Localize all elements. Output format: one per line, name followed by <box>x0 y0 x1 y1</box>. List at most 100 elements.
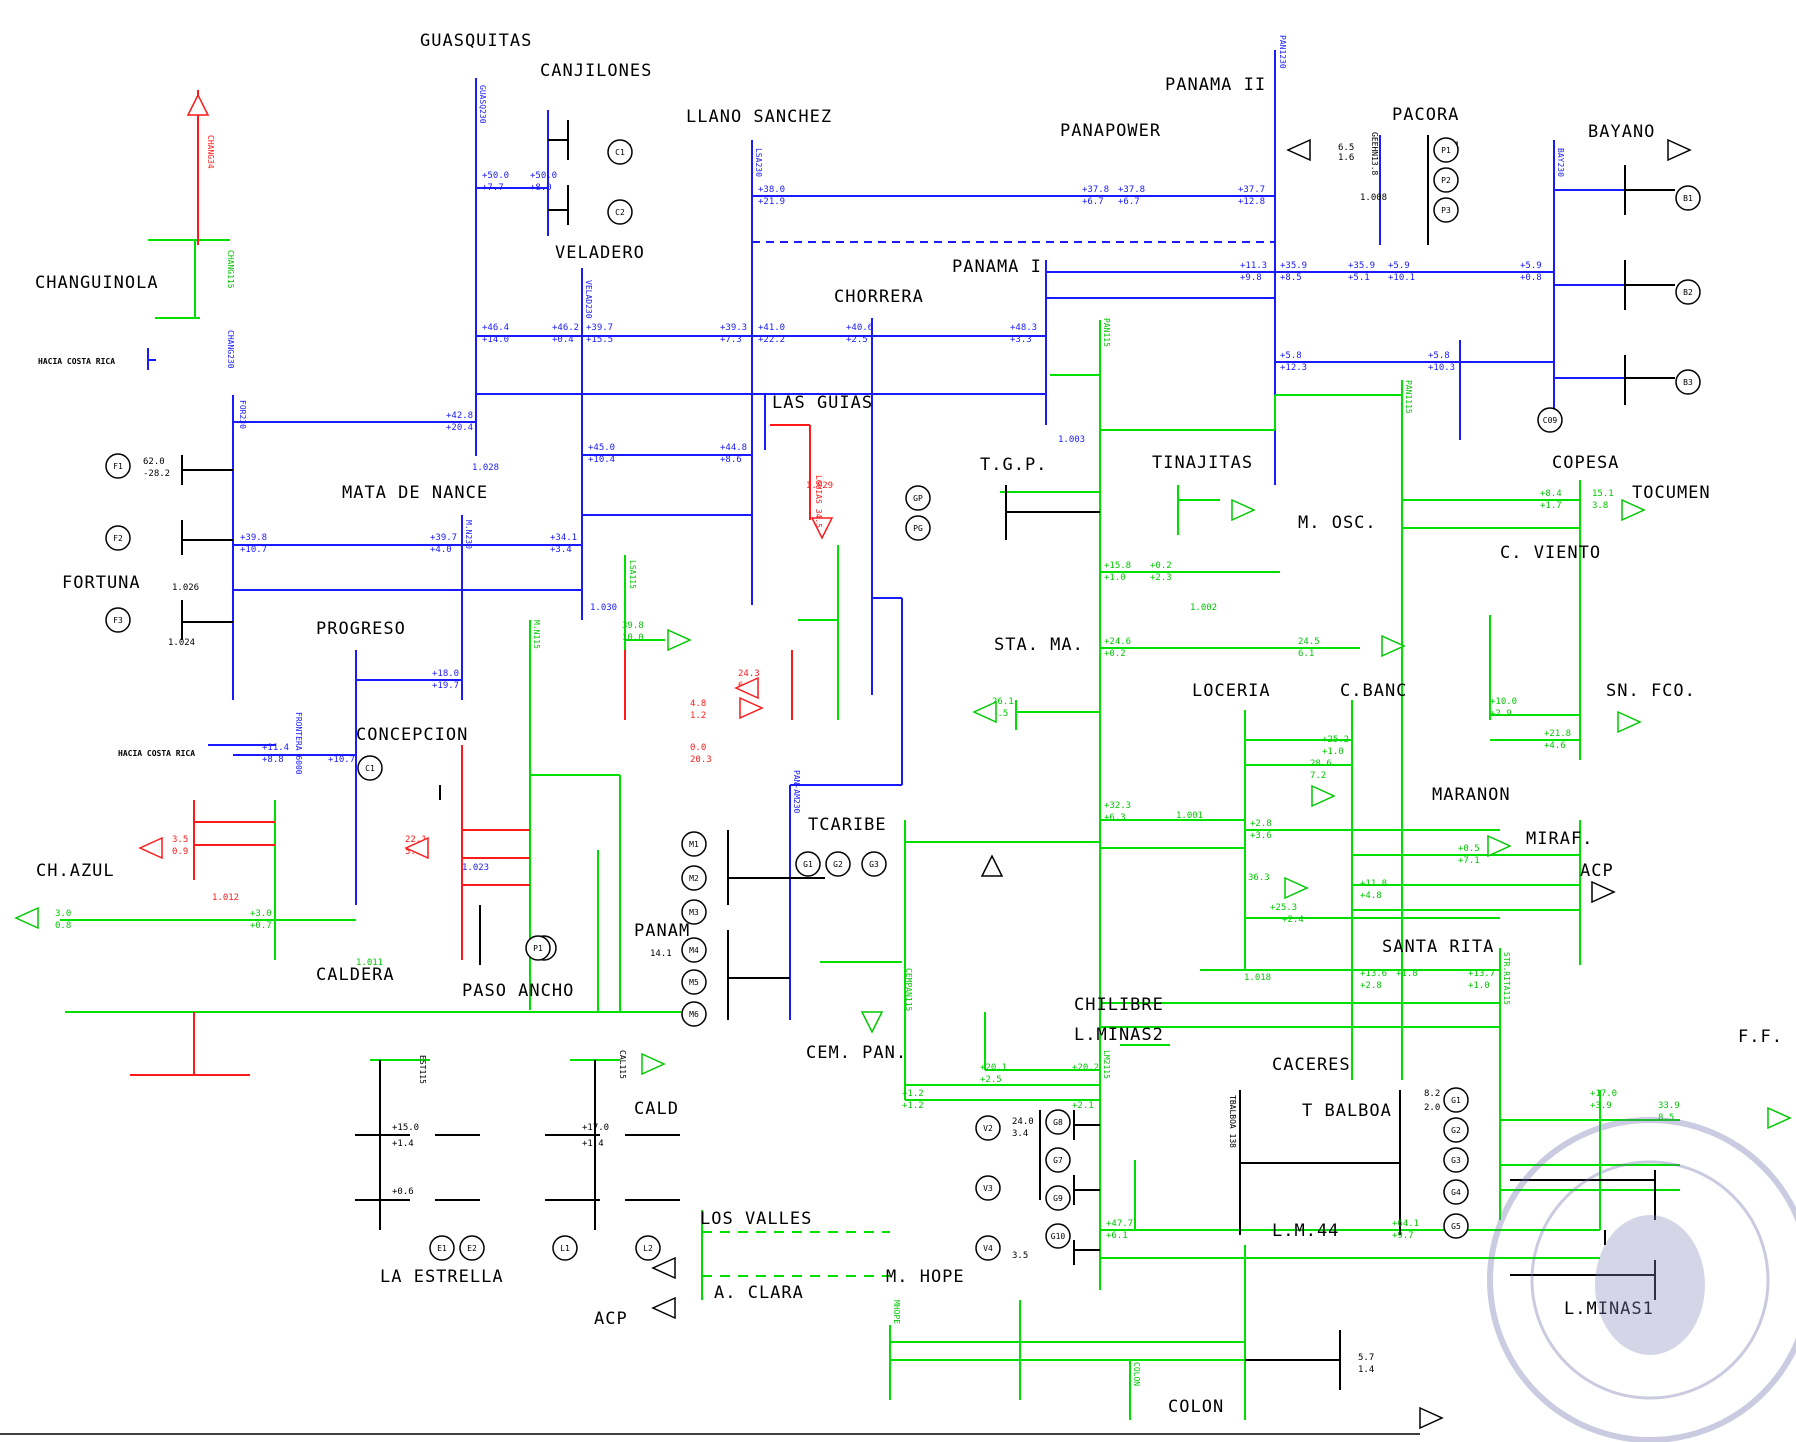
substation-name-t_balboa: T BALBOA <box>1302 1101 1392 1121</box>
flow-value: 1.001 <box>1176 811 1203 821</box>
flow-value: +7.1 <box>1458 856 1480 866</box>
machine-label: F1 <box>113 462 123 471</box>
flow-value: +1.0 <box>1104 573 1126 583</box>
machine-label: P1 <box>533 944 543 953</box>
flow-value: +5.9 <box>1520 261 1542 271</box>
flow-value: +1.0 <box>1322 747 1344 757</box>
substation-name-acp_east: ACP <box>1580 861 1614 881</box>
flow-value: 28.6 <box>1310 759 1332 769</box>
bus-label-colon115: COLON <box>1132 1362 1141 1386</box>
substation-name-loceria: LOCERIA <box>1192 681 1271 701</box>
generator-icon: G2 <box>1443 1117 1469 1143</box>
substation-name-m_osc: M. OSC. <box>1298 513 1377 533</box>
flow-value: +1.0 <box>1468 981 1490 991</box>
flow-value: 26.1 <box>992 697 1014 707</box>
substation-name-panam: PANAM <box>634 921 690 941</box>
generator-icon: G1 <box>795 851 821 877</box>
flow-value: +37.7 <box>1238 185 1265 195</box>
flow-value: +3.4 <box>550 545 572 555</box>
flow-value: +25.3 <box>1270 903 1297 913</box>
flow-value: +25.2 <box>1322 735 1349 745</box>
bus-label-for230: FOR230 <box>238 400 247 429</box>
flow-value: +12.8 <box>1238 197 1265 207</box>
flow-value: 1.008 <box>1360 193 1387 203</box>
substation-name-llano_sanchez: LLANO SANCHEZ <box>686 107 832 127</box>
substation-name-sn_fco: SN. FCO. <box>1606 681 1696 701</box>
substation-name-m_hope: M. HOPE <box>886 1267 965 1287</box>
substation-name-c_viento: C. VIENTO <box>1500 543 1601 563</box>
flow-value: +24.6 <box>1104 637 1131 647</box>
flow-value: 6.1 <box>1298 649 1314 659</box>
machine-label: G2 <box>1451 1126 1461 1135</box>
load-arrow-icon <box>1487 834 1512 858</box>
generator-icon: P3 <box>1433 197 1459 223</box>
flow-value: +10.1 <box>1388 273 1415 283</box>
load-arrow-icon <box>1767 1106 1792 1130</box>
flow-value: +21.8 <box>1544 729 1571 739</box>
bus-label-mn230: M.N230 <box>464 520 473 549</box>
flow-value: +19.7 <box>432 681 459 691</box>
substation-name-fortuna: FORTUNA <box>62 573 141 593</box>
flow-value: +35.9 <box>1348 261 1375 271</box>
flow-value: 1.018 <box>1244 973 1271 983</box>
flow-value: +12.3 <box>1280 363 1307 373</box>
flow-value: +47.7 <box>1106 1219 1133 1229</box>
flow-value: 1.003 <box>1058 435 1085 445</box>
bus-label-guasq230: GUASQ230 <box>478 85 487 124</box>
flow-value: 4.8 <box>690 699 706 709</box>
generator-icon: C09 <box>1537 407 1563 433</box>
machine-label: G8 <box>1053 1118 1063 1127</box>
bus-label-lm2115: LM2115 <box>1102 1050 1111 1079</box>
machine-label: L2 <box>643 1244 653 1253</box>
flow-value: +44.8 <box>720 443 747 453</box>
machine-label: G5 <box>1451 1222 1461 1231</box>
flow-value: +37.8 <box>1082 185 1109 195</box>
flow-value: +2.8 <box>1360 981 1382 991</box>
substation-name-ch_azul: CH.AZUL <box>36 861 115 881</box>
substation-name-cald: CALD <box>634 1099 679 1119</box>
flow-value: +14.0 <box>482 335 509 345</box>
authority-seal <box>1487 1117 1796 1442</box>
flow-value: 7.2 <box>1310 771 1326 781</box>
flow-value: +6.7 <box>1082 197 1104 207</box>
bus-name-labels: GUASQ230LSA230PAN1230BAY230CHANG34CHANG1… <box>206 35 1565 1386</box>
bus-label-tbalboa138: TBALBOA 138 <box>1228 1095 1237 1148</box>
machine-label: B3 <box>1683 378 1693 387</box>
machine-label: G9 <box>1053 1194 1063 1203</box>
flow-value: +10.7 <box>328 755 355 765</box>
flow-value: 1.4 <box>1358 1365 1374 1375</box>
generator-icon: C1 <box>357 755 383 781</box>
flow-value: +3.6 <box>1250 831 1272 841</box>
substation-name-a_clara: A. CLARA <box>714 1283 804 1303</box>
flow-value: -28.2 <box>143 469 170 479</box>
generator-icon: C1 <box>607 139 633 165</box>
flow-value: +35.9 <box>1280 261 1307 271</box>
flow-value: +15.8 <box>1104 561 1131 571</box>
flow-value: +2.5 <box>846 335 868 345</box>
generation-equipment <box>181 120 1675 1390</box>
flow-value: +4.8 <box>1360 891 1382 901</box>
load-arrow-icon <box>1419 1406 1444 1430</box>
flow-value: 62.0 <box>143 457 165 467</box>
generator-icon: G5 <box>1443 1213 1469 1239</box>
bus-label-pan115: PAN115 <box>1102 318 1111 347</box>
flow-value: 22.1 <box>405 835 427 845</box>
flow-value: +8.0 <box>530 183 552 193</box>
flow-value: +3.0 <box>250 909 272 919</box>
load-arrow-icon <box>1591 880 1616 904</box>
substation-name-caldera: CALDERA <box>316 965 395 985</box>
machine-label: M2 <box>689 874 699 883</box>
generator-icon: E1 <box>429 1235 455 1261</box>
generator-icon: V2 <box>975 1115 1001 1141</box>
machine-label: G1 <box>803 860 813 869</box>
generator-icon: G3 <box>1443 1147 1469 1173</box>
flow-value: +0.6 <box>392 1187 414 1197</box>
flow-value: +32.3 <box>1104 801 1131 811</box>
flow-value: +15.0 <box>392 1123 419 1133</box>
flow-value: +1.2 <box>902 1101 924 1111</box>
flow-value: +45.0 <box>588 443 615 453</box>
load-arrow-icon <box>980 854 1004 877</box>
flow-value: +6.1 <box>1106 1231 1128 1241</box>
substation-name-lm44: L.M.44 <box>1272 1221 1339 1241</box>
